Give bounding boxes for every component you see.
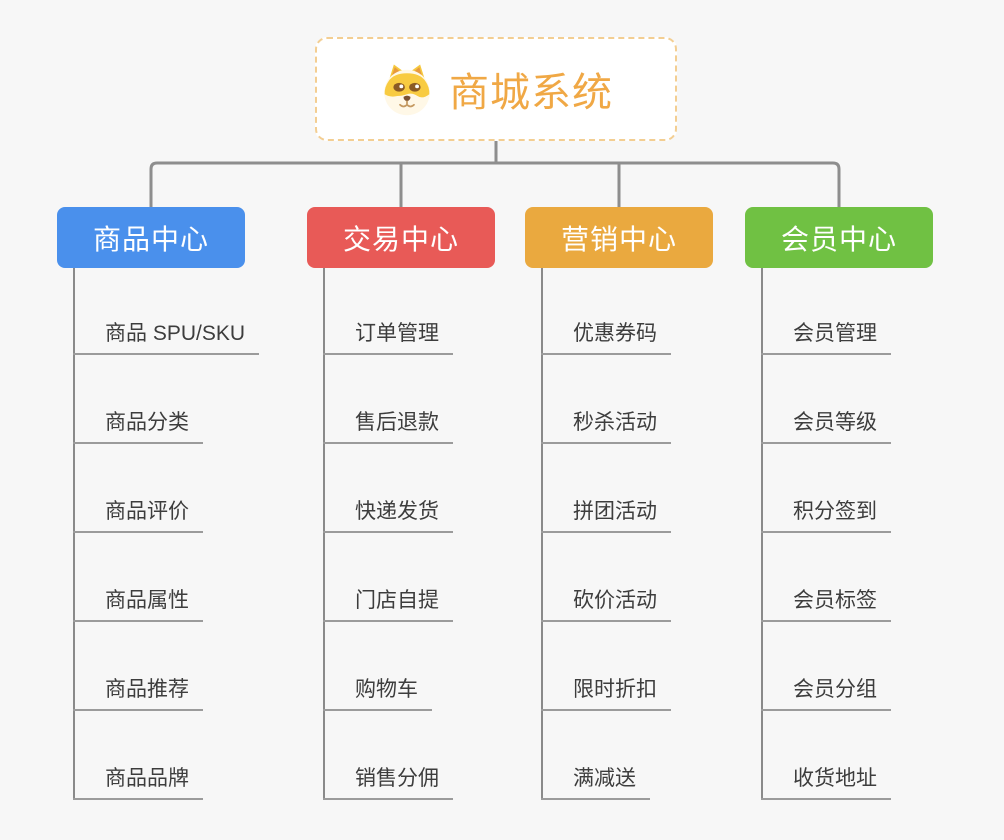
list-item[interactable]: 砍价活动 [541, 588, 671, 622]
branch-child-line [541, 268, 543, 800]
list-item[interactable]: 会员标签 [761, 588, 891, 622]
list-item[interactable]: 订单管理 [323, 321, 453, 355]
list-item[interactable]: 商品属性 [73, 588, 203, 622]
dog-icon [379, 61, 435, 117]
list-item[interactable]: 会员管理 [761, 321, 891, 355]
branch-node-marketing[interactable]: 营销中心 [525, 207, 713, 268]
branch-node-product[interactable]: 商品中心 [57, 207, 245, 268]
list-item[interactable]: 商品推荐 [73, 677, 203, 711]
root-title: 商城系统 [449, 71, 613, 115]
branch-node-member[interactable]: 会员中心 [745, 207, 933, 268]
list-item[interactable]: 商品评价 [73, 499, 203, 533]
branch-bus-line [149, 161, 841, 208]
list-item[interactable]: 拼团活动 [541, 499, 671, 533]
list-item[interactable]: 收货地址 [761, 766, 891, 800]
list-item[interactable]: 门店自提 [323, 588, 453, 622]
root-node[interactable]: 商城系统 [315, 37, 677, 141]
list-item[interactable]: 商品 SPU/SKU [73, 321, 260, 355]
branch-column-member: 会员中心 会员管理 会员等级 积分签到 会员标签 会员分组 收货地址 [745, 207, 1004, 807]
list-item[interactable]: 购物车 [323, 677, 432, 711]
branch-column-marketing: 营销中心 优惠券码 秒杀活动 拼团活动 砍价活动 限时折扣 满减送 [525, 207, 785, 807]
list-item[interactable]: 秒杀活动 [541, 410, 671, 444]
branch-child-line [73, 268, 75, 800]
branch-node-trade[interactable]: 交易中心 [307, 207, 495, 268]
branch-child-line [761, 268, 763, 800]
list-item[interactable]: 满减送 [541, 766, 650, 800]
list-item[interactable]: 积分签到 [761, 499, 891, 533]
branch-column-trade: 交易中心 订单管理 售后退款 快递发货 门店自提 购物车 销售分佣 [307, 207, 567, 807]
list-item[interactable]: 售后退款 [323, 410, 453, 444]
list-item[interactable]: 优惠券码 [541, 321, 671, 355]
branch-label: 会员中心 [780, 223, 897, 255]
list-item[interactable]: 销售分佣 [323, 766, 453, 800]
list-item[interactable]: 限时折扣 [541, 677, 671, 711]
branch-label: 商品中心 [92, 223, 209, 255]
branch-child-line [323, 268, 325, 800]
list-item[interactable]: 商品品牌 [73, 766, 203, 800]
branch-column-product: 商品中心 商品 SPU/SKU 商品分类 商品评价 商品属性 商品推荐 商品品牌 [57, 207, 317, 807]
branch-label: 营销中心 [560, 223, 677, 255]
branch-label: 交易中心 [342, 223, 459, 255]
list-item[interactable]: 会员等级 [761, 410, 891, 444]
list-item[interactable]: 快递发货 [323, 499, 453, 533]
list-item[interactable]: 会员分组 [761, 677, 891, 711]
list-item[interactable]: 商品分类 [73, 410, 203, 444]
